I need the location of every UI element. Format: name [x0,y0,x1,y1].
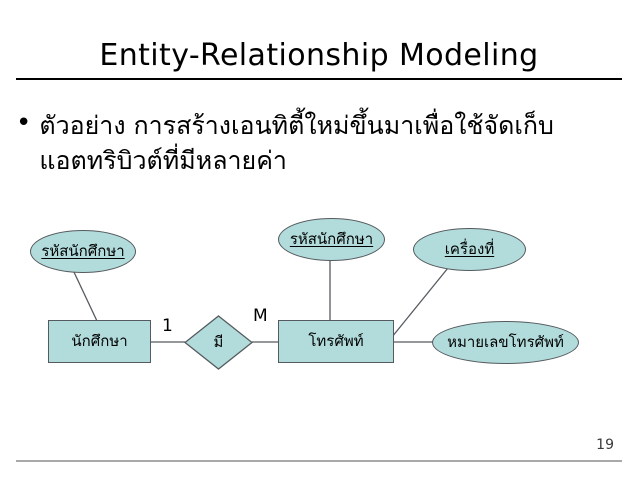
bullet-text: ตัวอย่าง การสร้างเอนทิตี้ใหม่ขึ้นมาเพื่อ… [39,111,554,175]
attribute-device-no-label: เครื่องที่ [444,240,495,258]
bullet-list-item: • ตัวอย่าง การสร้างเอนทิตี้ใหม่ขึ้นมาเพื… [16,108,616,178]
relationship-has[interactable]: มี [184,315,253,370]
attribute-phone-number[interactable]: หมายเลขโทรศัพท์ [432,321,579,364]
relationship-has-label: มี [213,333,224,351]
entity-student-label: นักศึกษา [71,332,128,350]
entity-telephone[interactable]: โทรศัพท์ [278,320,394,363]
attribute-device-no[interactable]: เครื่องที่ [413,228,526,271]
footer-divider [16,460,622,462]
page-title: Entity-Relationship Modeling [99,38,539,73]
edge-device-no-to-telephone [391,267,449,338]
attribute-phone-number-label: หมายเลขโทรศัพท์ [447,333,564,351]
edge-student-id-to-student [72,269,98,322]
entity-telephone-label: โทรศัพท์ [308,332,364,350]
attribute-telephone-student-id[interactable]: รหัสนักศึกษา [278,218,385,261]
cardinality-one: 1 [162,316,173,336]
attribute-student-id[interactable]: รหัสนักศึกษา [30,230,136,273]
cardinality-many: M [253,306,268,326]
attribute-telephone-student-id-label: รหัสนักศึกษา [289,230,374,248]
entity-student[interactable]: นักศึกษา [48,320,151,363]
diamond-shape-icon [184,315,253,370]
page-number: 19 [596,437,614,453]
attribute-student-id-label: รหัสนักศึกษา [41,242,125,260]
title-divider [16,78,622,80]
bullet-marker-icon: • [16,108,32,138]
